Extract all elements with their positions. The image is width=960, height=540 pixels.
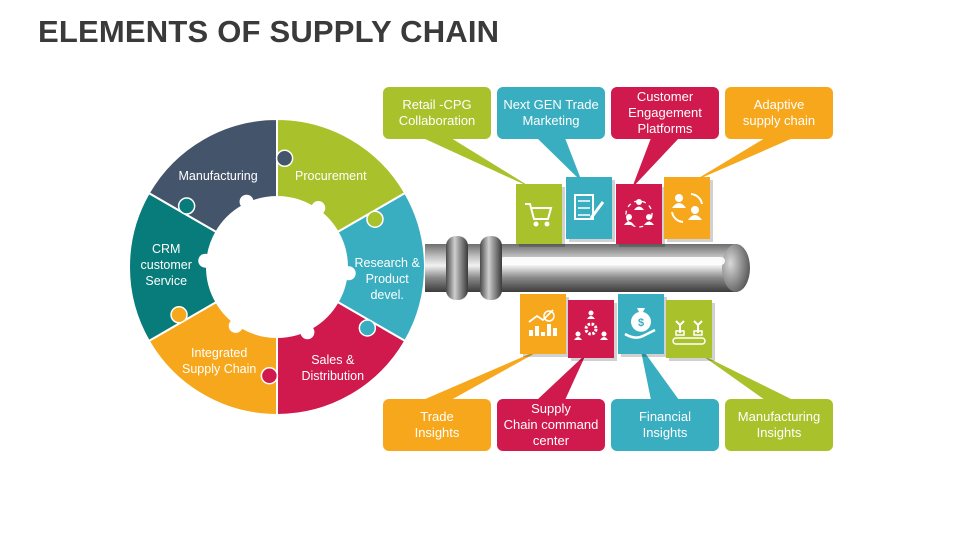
icon-tile: $: [618, 294, 667, 357]
icon-tile: [520, 294, 569, 357]
puzzle-knob: [358, 319, 377, 337]
wheel-segment: [276, 117, 407, 234]
callout-connector: [537, 138, 582, 182]
checklist-pen-icon: [574, 194, 605, 220]
svg-text:$: $: [638, 317, 644, 329]
wheel-hub: [208, 198, 346, 336]
icon-tile: [616, 184, 665, 247]
analytics-chart-icon: [528, 309, 557, 336]
people-exchange-icon: [671, 193, 703, 223]
key-shaft: [425, 236, 750, 300]
icon-tile: [566, 177, 615, 242]
wheel-segment: [128, 191, 218, 343]
callout-connector: [692, 138, 793, 182]
icon-tile: [568, 300, 617, 361]
puzzle-knob: [260, 366, 279, 385]
callout-connector: [423, 138, 532, 188]
callout-connector: [537, 354, 586, 400]
money-bag-hand-icon: $: [624, 308, 656, 339]
puzzle-knob: [366, 210, 384, 228]
wheel-segment-label: Procurement: [295, 169, 367, 183]
shopping-cart-icon: [525, 203, 553, 227]
puzzle-knob: [170, 306, 188, 324]
wheel-segment-label: Manufacturing: [178, 169, 258, 183]
wheel-segment: [336, 191, 426, 343]
factory-robots-icon: [672, 320, 706, 345]
team-gear-icon: [574, 310, 608, 340]
callout-connector: [700, 354, 793, 400]
wheel-segment-label: Sales &Distribution: [301, 353, 365, 383]
callout-connector: [640, 346, 679, 400]
icon-tile: [666, 300, 715, 361]
puzzle-knob: [177, 197, 196, 215]
wheel-segment: [147, 300, 278, 417]
icon-tile: [664, 177, 713, 242]
people-network-icon: [624, 199, 654, 228]
callout-connector: [423, 346, 548, 400]
callout-connector: [632, 138, 679, 188]
page-title: ELEMENTS OF SUPPLY CHAIN: [38, 14, 500, 49]
puzzle-knob: [275, 149, 294, 168]
icon-tile: [516, 184, 565, 247]
